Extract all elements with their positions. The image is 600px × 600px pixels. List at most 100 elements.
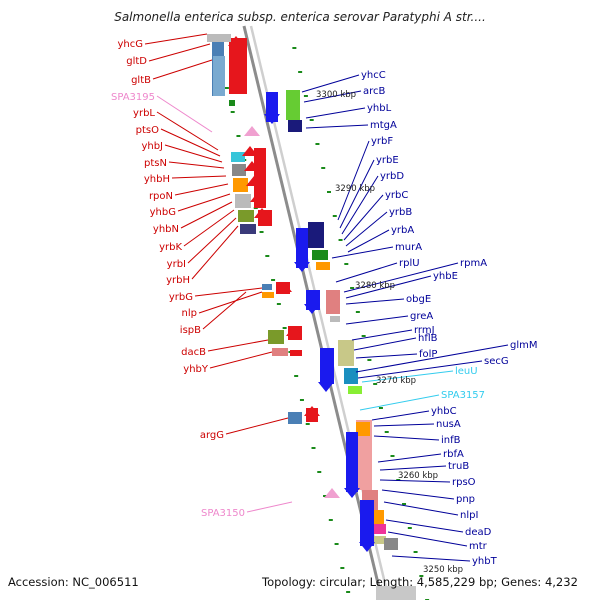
scale-label-3280: 3280 kbp <box>355 281 395 291</box>
gene-block <box>272 348 288 356</box>
gene-label[interactable]: yhbL <box>367 103 392 114</box>
gene-block <box>326 290 340 314</box>
leader-line <box>191 225 239 280</box>
gene-label[interactable]: rrmJ <box>414 325 435 336</box>
leader-line <box>168 161 225 169</box>
gene-label[interactable]: yrbD <box>380 171 404 182</box>
leader-line <box>202 291 247 330</box>
gene-label[interactable]: yhbJ <box>141 141 163 152</box>
leader-line <box>345 298 405 305</box>
gene-block <box>254 148 266 208</box>
leader-line <box>187 217 237 264</box>
gene-label[interactable]: yrbF <box>371 136 393 147</box>
gene-label[interactable]: yhbT <box>472 556 498 567</box>
leader-line <box>152 59 213 80</box>
gene-block <box>338 340 354 366</box>
leader-line <box>164 144 223 163</box>
gene-label[interactable]: yrbA <box>391 225 414 236</box>
gene-label[interactable]: pnp <box>456 494 475 505</box>
gene-label[interactable]: gltD <box>126 56 147 67</box>
gene-label[interactable]: yrbH <box>166 275 190 286</box>
gene-label[interactable]: yrbL <box>133 108 155 119</box>
leader-line <box>183 209 235 247</box>
gene-label[interactable]: nusA <box>436 419 461 430</box>
gene-label[interactable]: infB <box>441 435 461 446</box>
strand-arrow <box>324 488 340 498</box>
gene-label[interactable]: deaD <box>465 527 492 538</box>
gene-block <box>356 422 370 436</box>
gene-label[interactable]: yhbG <box>150 207 176 218</box>
gene-label[interactable]: murA <box>395 242 422 253</box>
gene-label[interactable]: ptsN <box>144 158 167 169</box>
gene-block <box>233 178 248 192</box>
gene-label[interactable]: argG <box>200 430 224 441</box>
gene-label[interactable]: rbfA <box>443 449 464 460</box>
leader-line <box>339 159 375 229</box>
gene-label[interactable]: yhbE <box>433 271 458 282</box>
gene-block <box>330 316 340 322</box>
gene-label[interactable]: secG <box>484 356 509 367</box>
gene-block <box>384 538 398 550</box>
gene-label[interactable]: yrbG <box>169 292 193 303</box>
gene-label[interactable]: yhcG <box>117 39 143 50</box>
gene-label[interactable]: dacB <box>181 347 206 358</box>
gene-label[interactable]: yhcC <box>361 70 386 81</box>
leader-line <box>301 74 360 93</box>
gene-label[interactable]: obgE <box>406 294 431 305</box>
leader-line <box>337 140 370 221</box>
strand-arrow <box>294 262 310 272</box>
gene-label[interactable]: rpoN <box>149 191 173 202</box>
gene-label[interactable]: yrbC <box>385 190 408 201</box>
gene-block <box>346 432 358 492</box>
gene-label[interactable]: ptsO <box>136 125 159 136</box>
gene-label[interactable]: SPA3150 <box>201 508 245 519</box>
gene-block <box>207 34 231 42</box>
gene-label[interactable]: rplU <box>399 258 420 269</box>
leader-line <box>381 489 455 500</box>
gene-block <box>312 250 328 260</box>
leader-line <box>343 194 384 241</box>
strand-arrow <box>286 326 302 336</box>
strand-arrow <box>246 176 262 186</box>
leader-line <box>177 193 231 212</box>
leader-line <box>357 360 483 379</box>
gene-label[interactable]: glmM <box>510 340 538 351</box>
leader-line <box>353 337 417 351</box>
gene-block <box>286 90 300 120</box>
gene-label[interactable]: yhbY <box>183 364 209 375</box>
gene-label[interactable]: folP <box>419 349 437 360</box>
gene-label[interactable]: gltB <box>131 75 151 86</box>
gene-label[interactable]: rpmA <box>460 258 487 269</box>
leader-line <box>246 501 293 513</box>
map-title: Salmonella enterica subsp. enterica sero… <box>114 10 486 24</box>
gene-block <box>308 222 324 248</box>
accession-text: Accession: NC_006511 <box>8 575 139 589</box>
gene-label[interactable]: mtr <box>469 541 488 552</box>
gene-label[interactable]: SPA3157 <box>441 390 485 401</box>
gene-label[interactable]: hflB <box>418 333 438 344</box>
gene-label[interactable]: mtgA <box>370 120 397 131</box>
gene-label[interactable]: yrbB <box>389 207 412 218</box>
gene-label[interactable]: leuU <box>455 366 478 377</box>
leader-line <box>373 435 440 441</box>
gene-label[interactable]: truB <box>448 461 469 472</box>
left-gene-labels: yhcG gltD gltB SPA3195 yrbL ptsO yhbJ pt… <box>111 39 245 519</box>
gene-label[interactable]: nlp <box>182 308 197 319</box>
scale-label-3300: 3300 kbp <box>316 90 356 100</box>
gene-label[interactable]: greA <box>410 311 433 322</box>
gene-label[interactable]: arcB <box>363 86 386 97</box>
strand-arrow <box>359 542 375 552</box>
gene-label[interactable]: yhbN <box>153 224 179 235</box>
gene-label[interactable]: yhbH <box>144 174 170 185</box>
gene-label[interactable]: yrbI <box>167 259 186 270</box>
gene-label[interactable]: yrbK <box>159 242 182 253</box>
gene-label[interactable]: SPA3195 <box>111 92 155 103</box>
leader-line <box>343 262 459 293</box>
gene-label[interactable]: ispB <box>180 325 201 336</box>
gene-block <box>232 164 246 176</box>
gene-label[interactable]: yrbE <box>376 155 399 166</box>
gene-label[interactable]: yhbC <box>431 406 457 417</box>
gene-label[interactable]: nlpI <box>460 510 478 521</box>
gene-label[interactable]: rpsO <box>452 477 476 488</box>
